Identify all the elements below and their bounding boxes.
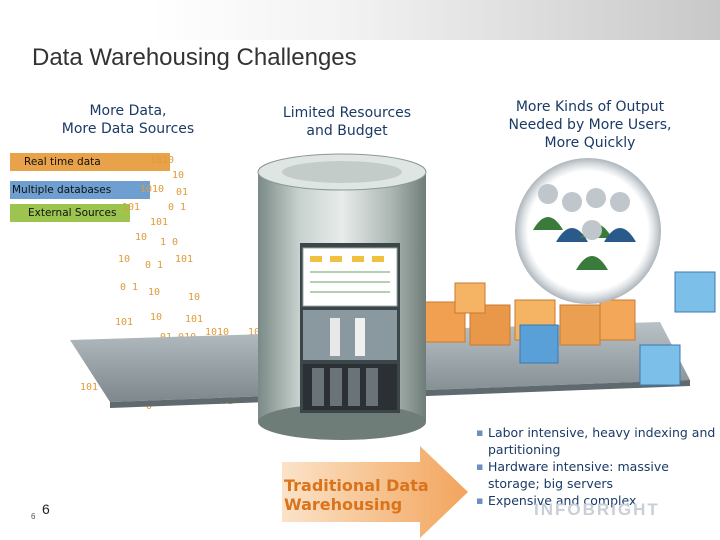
svg-text:101: 101	[80, 382, 98, 393]
source-label-realtime: Real time data	[24, 156, 101, 168]
page-number-small: 6	[31, 512, 36, 521]
office-photo	[303, 310, 397, 360]
bullet-item: Expensive and complex	[476, 492, 716, 509]
challenge-bullets: Labor intensive, heavy indexing and part…	[476, 424, 716, 509]
users-group-icon	[533, 184, 636, 270]
svg-text:01: 01	[176, 187, 188, 198]
warehouse-arrow	[282, 446, 468, 538]
company-logo: INFOBRIGHT	[534, 500, 660, 519]
svg-text:101: 101	[175, 254, 193, 265]
page-title: Data Warehousing Challenges	[32, 44, 357, 71]
source-bar-external	[10, 204, 130, 222]
warehouse-label: Traditional Data Warehousing	[284, 476, 429, 514]
svg-text:0 1: 0 1	[168, 202, 186, 213]
svg-text:0 1: 0 1	[120, 282, 138, 293]
page-number: 6	[42, 501, 50, 517]
svg-text:10: 10	[188, 292, 200, 303]
svg-text:10: 10	[248, 327, 260, 338]
svg-text:10: 10	[118, 254, 130, 265]
column-heading-resources: Limited Resources and Budget	[282, 105, 412, 139]
source-bar-databases	[10, 181, 150, 199]
svg-text:1010: 1010	[150, 155, 174, 166]
svg-text:10: 10	[150, 312, 162, 323]
source-label-databases: Multiple databases	[12, 184, 112, 196]
svg-text:101: 101	[122, 202, 140, 213]
bullet-item: Hardware intensive: massive storage; big…	[476, 458, 716, 492]
bullet-item: Labor intensive, heavy indexing and part…	[476, 424, 716, 458]
warehouse-cylinder	[257, 153, 427, 440]
svg-text:1 0: 1 0	[160, 237, 178, 248]
svg-text:10: 10	[148, 287, 160, 298]
svg-text:101: 101	[115, 317, 133, 328]
svg-text:1010: 1010	[140, 184, 164, 195]
svg-text:10: 10	[135, 232, 147, 243]
svg-text:1010: 1010	[205, 327, 229, 338]
column-heading-more-data: More Data, More Data Sources	[61, 103, 195, 137]
svg-text:0 1: 0 1	[145, 260, 163, 271]
output-data-cubes	[424, 271, 716, 386]
source-bar-realtime	[10, 153, 170, 171]
svg-text:101: 101	[185, 314, 203, 325]
top-band	[150, 0, 720, 40]
source-label-external: External Sources	[28, 207, 117, 219]
svg-text:10: 10	[172, 170, 184, 181]
column-heading-output: More Kinds of Output Needed by More User…	[508, 99, 672, 151]
svg-text:101: 101	[150, 217, 168, 228]
